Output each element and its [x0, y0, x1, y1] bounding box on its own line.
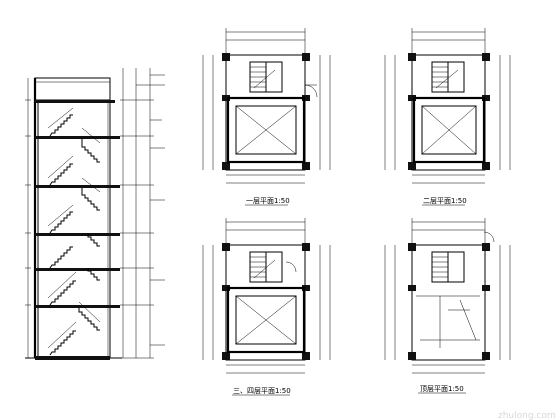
plan-roof-floor: 顶层平面1:50 [384, 218, 511, 394]
watermark-text: zhulong.com [498, 411, 556, 420]
plan-first-floor-title: 一层平面1:50 [246, 197, 290, 205]
plan-roof-floor-title: 顶层平面1:50 [420, 385, 464, 393]
plan-third-fourth-floor: 三、四层平面1:50 [202, 218, 331, 396]
plan-first-floor: 一层平面1:50 [202, 28, 331, 206]
plan-second-floor: 二层平面1:50 [384, 28, 511, 206]
section-stair-flights [47, 107, 101, 356]
section-floor-slabs [35, 100, 120, 308]
plan-second-floor-title: 二层平面1:50 [423, 197, 467, 205]
plan-third-fourth-floor-title: 三、四层平面1:50 [233, 387, 291, 395]
stair-section-view [25, 68, 165, 360]
